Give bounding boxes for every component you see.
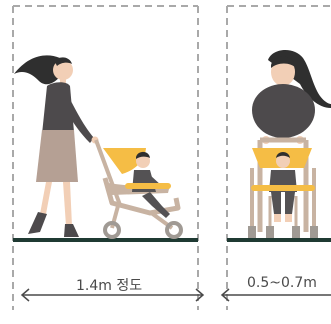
width-label-front: 0.5~0.7m [247,275,317,291]
mother-front-icon [252,50,331,144]
mother-side-icon [14,55,99,237]
ground-left [13,238,198,242]
width-label-side: 1.4m 정도 [76,275,142,295]
ground-right [227,238,331,242]
